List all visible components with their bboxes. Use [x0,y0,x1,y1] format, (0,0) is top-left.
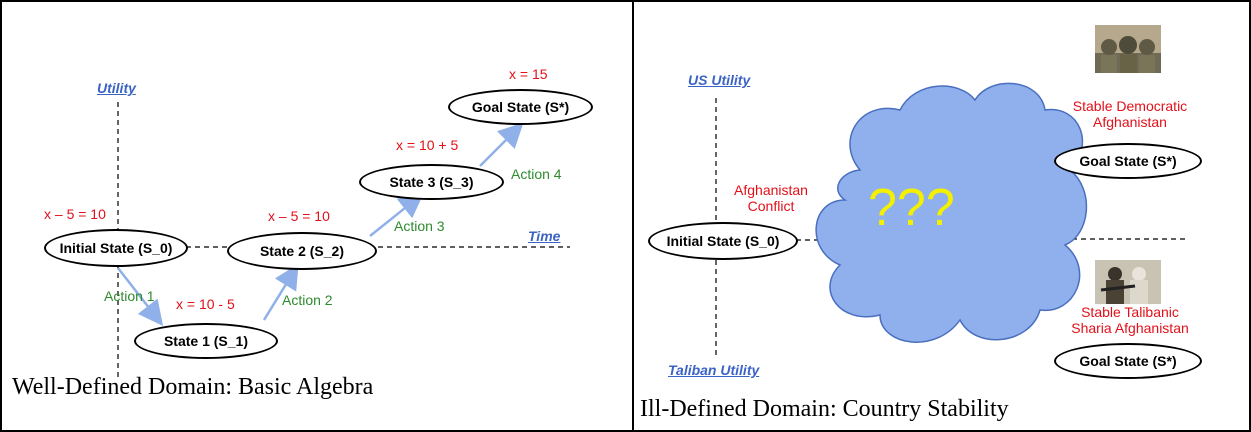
goal-top-desc-line-2: Afghanistan [1093,114,1167,130]
initial-value-label: x – 5 = 10 [44,206,106,222]
state2-node: State 2 (S_2) [227,232,377,270]
axis-utility-label: Utility [97,80,136,96]
action-2-label: Action 2 [282,292,333,308]
goal-bottom-description: Stable Talibanic Sharia Afghanistan [1050,304,1210,336]
soldiers-photo-icon [1095,25,1161,73]
action-4-label: Action 4 [511,166,562,182]
initial-state-node-right: Initial State (S_0) [648,222,798,260]
cloud-question-marks: ??? [868,179,955,237]
goal-top-description: Stable Democratic Afghanistan [1050,98,1210,130]
initial-state-node: Initial State (S_0) [44,229,188,267]
state2-value-label: x – 5 = 10 [268,208,330,224]
right-caption: Ill-Defined Domain: Country Stability [640,396,1009,422]
state1-value-label: x = 10 - 5 [176,296,235,312]
goal-state-node-top: Goal State (S*) [1054,143,1202,179]
state3-node: State 3 (S_3) [359,164,504,200]
us-utility-label: US Utility [688,72,751,88]
action-3-label: Action 3 [394,218,445,234]
axis-time-label: Time [528,228,561,244]
state3-value-label: x = 10 + 5 [396,137,459,153]
goal-value-label: x = 15 [509,66,548,82]
taliban-fighters-photo-icon [1095,260,1161,304]
left-caption: Well-Defined Domain: Basic Algebra [12,374,374,400]
goal-state-node-bottom: Goal State (S*) [1054,343,1202,379]
goal-top-desc-line-1: Stable Democratic [1072,98,1188,114]
uncertainty-cloud [815,82,1088,343]
conflict-line-1: Afghanistan [734,182,808,198]
goal-bottom-desc-line-1: Stable Talibanic [1081,304,1179,320]
goal-state-node-left: Goal State (S*) [448,89,593,125]
state1-node: State 1 (S_1) [134,323,278,359]
action-1-label: Action 1 [104,288,155,304]
afghanistan-conflict-label: Afghanistan Conflict [721,182,821,214]
taliban-utility-label: Taliban Utility [668,362,760,378]
goal-bottom-desc-line-2: Sharia Afghanistan [1071,320,1189,336]
conflict-line-2: Conflict [747,198,795,214]
